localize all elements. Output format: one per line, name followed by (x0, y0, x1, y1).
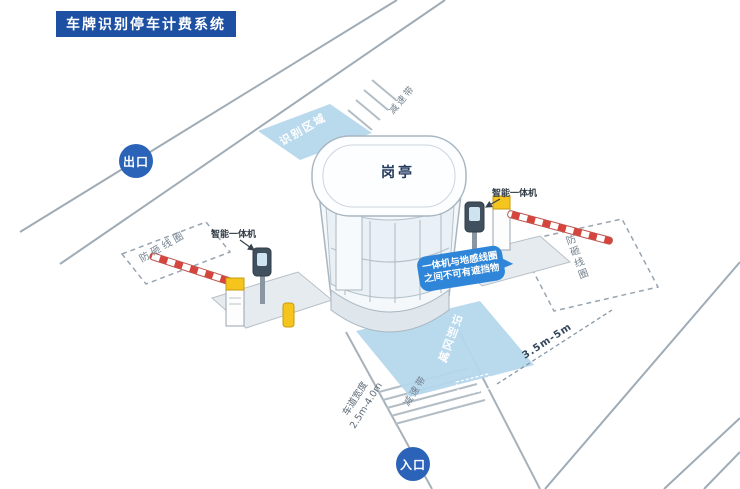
exit-badge: 出口 (119, 144, 153, 178)
smart-machine-right (464, 201, 485, 262)
diagram-title: 车牌识别停车计费系统 (56, 11, 236, 37)
leader-arrow-left (239, 239, 255, 251)
anti-smash-coil-right (516, 218, 660, 312)
zone-marker-box (455, 373, 493, 397)
smart-machine-left-label: 智能一体机 (211, 230, 257, 240)
barrier-arm-right (507, 210, 613, 245)
speed-bump-top-marks (347, 79, 397, 131)
booth-door (335, 213, 363, 291)
smart-machine-left (252, 247, 272, 304)
road-lines (19, 0, 740, 489)
anti-smash-coil-left (120, 221, 232, 285)
entrance-badge: 入口 (396, 447, 430, 481)
bollard-left (282, 302, 295, 328)
callout-tail (499, 257, 514, 272)
booth-label: 岗亭 (381, 165, 415, 181)
recognition-zone-top (258, 104, 372, 160)
leader-arrow-right (484, 198, 501, 208)
barrier-gate-left (149, 252, 245, 327)
distance-indicator-line (496, 309, 613, 385)
barrier-gate-right (492, 195, 613, 251)
smart-machine-right-label: 智能一体机 (492, 189, 538, 199)
